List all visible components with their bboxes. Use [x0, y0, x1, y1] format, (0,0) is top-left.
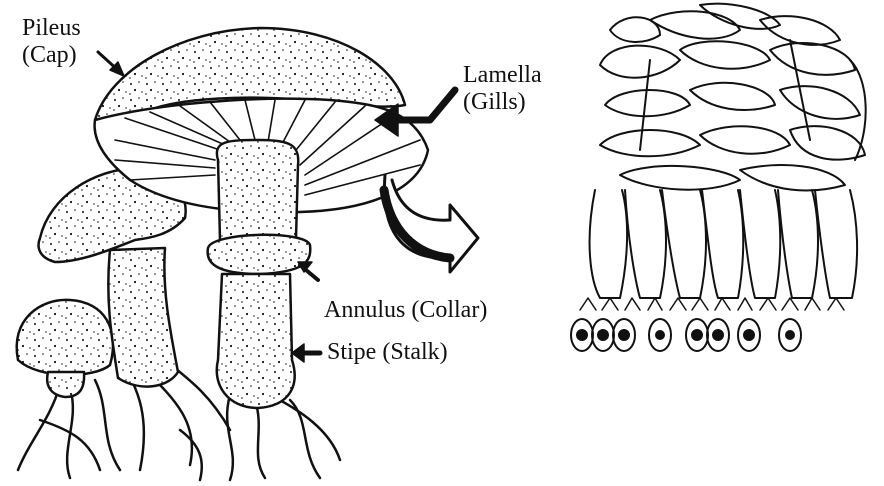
stipe-label: Stipe (Stalk): [327, 339, 448, 366]
lamella-label-line1: Lamella: [463, 62, 542, 89]
annulus-label: Annulus (Collar): [324, 297, 487, 324]
gill-cross-section: [571, 4, 866, 351]
lamella-label: Lamella (Gills): [463, 62, 542, 116]
pileus-label: Pileus (Cap): [22, 15, 81, 69]
pileus-label-line1: Pileus: [22, 15, 81, 42]
lamella-label-line2: (Gills): [463, 89, 542, 116]
pileus-label-line2: (Cap): [22, 42, 81, 69]
button-mushroom: [17, 300, 113, 397]
